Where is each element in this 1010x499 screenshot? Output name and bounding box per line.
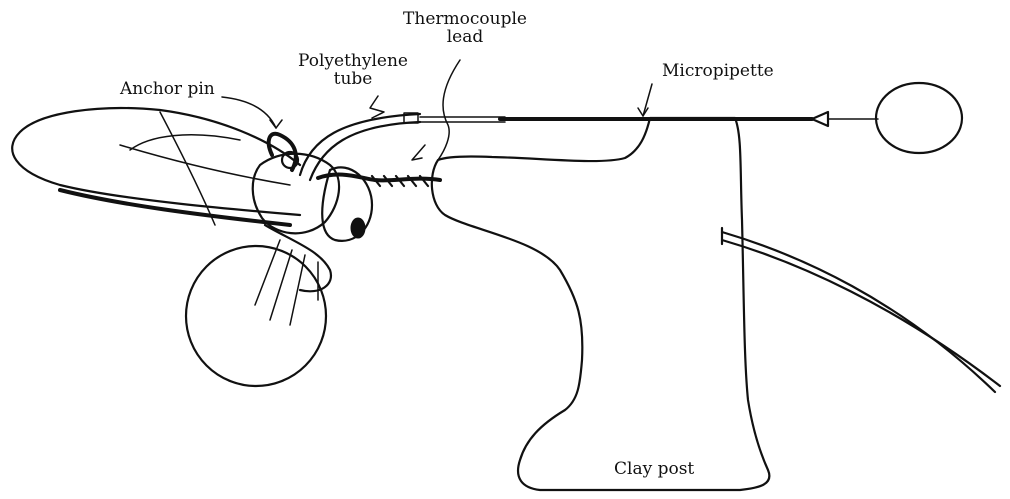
thermocouple-label-line1: Thermocouple xyxy=(395,10,535,28)
polyethylene-label-line2: tube xyxy=(288,70,418,88)
tubing xyxy=(722,228,1000,392)
thermocouple-label: Thermocouple lead xyxy=(395,10,535,46)
fly-eye xyxy=(351,218,365,238)
thermocouple-label-line2: lead xyxy=(395,28,535,46)
pointers xyxy=(222,60,652,160)
micropipette xyxy=(420,83,962,153)
sphere xyxy=(186,246,326,386)
anchor-pin-label: Anchor pin xyxy=(120,80,215,98)
polyethylene-label-line1: Polyethylene xyxy=(288,52,418,70)
thermocouple-wire xyxy=(318,175,440,186)
clay-post-label: Clay post xyxy=(614,460,694,478)
fly-body xyxy=(253,154,372,325)
polyethylene-label: Polyethylene tube xyxy=(288,52,418,88)
pipette-bulb xyxy=(876,83,962,153)
polyethylene-tube xyxy=(300,113,420,180)
micropipette-label: Micropipette xyxy=(662,62,774,80)
clay-post xyxy=(432,118,770,490)
